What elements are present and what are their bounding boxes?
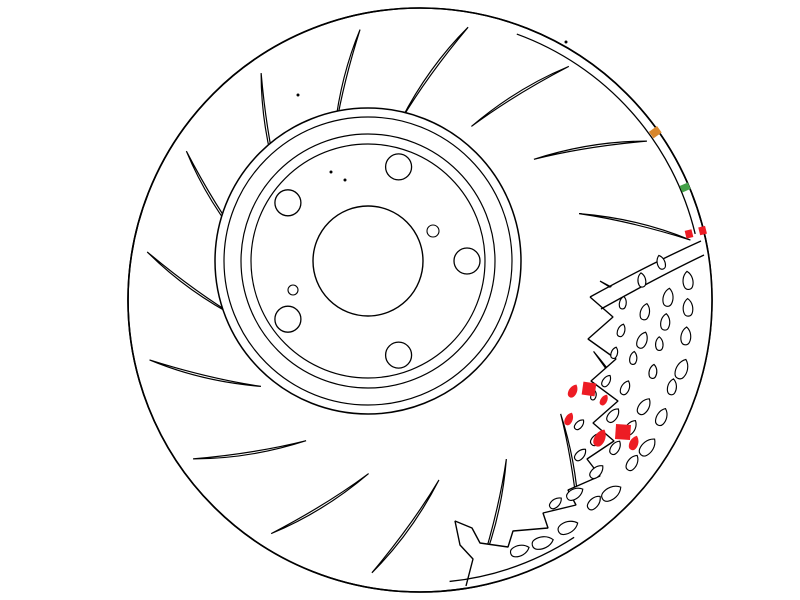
edge-markers: [648, 126, 707, 239]
vane-pillar: [616, 323, 626, 338]
rotor-slot: [149, 359, 262, 387]
vane-pillar: [660, 313, 671, 331]
lug-hole: [274, 189, 302, 217]
highlighted-vane-pillar: [593, 429, 606, 447]
highlight-square-marker: [614, 423, 632, 441]
vane-pillar: [586, 495, 601, 511]
cut-boundary-line: [589, 240, 702, 298]
vane-pillar: [638, 438, 656, 457]
vane-pillar: [557, 520, 579, 536]
vane-pillar: [589, 465, 604, 480]
lug-hole: [274, 305, 302, 333]
vane-pillar: [656, 254, 667, 270]
rotor-slot: [471, 65, 570, 127]
vane-pillar: [662, 287, 674, 307]
vane-pillar: [636, 331, 648, 349]
rim-inner-edge: [449, 536, 575, 583]
vane-pillars: [509, 254, 694, 558]
vane-pillar: [629, 350, 638, 365]
vane-pillar: [609, 440, 621, 456]
vane-pillar: [682, 270, 694, 291]
vane-pillar: [682, 297, 694, 317]
lug-hole: [384, 153, 413, 181]
hub-ring: [223, 116, 513, 406]
layer-root: [127, 7, 713, 593]
highlighted-vane-pillar: [628, 435, 639, 451]
highlighted-vane-pillar: [564, 412, 574, 426]
speckle-dot: [296, 93, 300, 97]
vane-pillar: [666, 378, 677, 396]
vane-pillar: [566, 487, 584, 501]
highlighted-vane-pillar: [567, 384, 578, 398]
rotor-slot: [400, 26, 469, 121]
red-tick-inner-marker: [684, 229, 694, 239]
vane-pillar: [680, 326, 692, 346]
lug-hole: [453, 247, 481, 275]
vane-pillar: [636, 398, 651, 416]
cut-boundary-line: [600, 254, 705, 310]
speckle-dot: [564, 40, 568, 44]
hub-ring: [240, 133, 496, 389]
rotor-slot: [371, 479, 440, 574]
vane-pillar: [619, 380, 631, 396]
hub-ring: [250, 143, 486, 379]
rotor-slot: [333, 29, 361, 142]
highlight-square-marker: [581, 381, 597, 397]
orange-tick-marker: [648, 126, 662, 139]
vane-pillar: [654, 407, 668, 427]
lug-hole: [384, 341, 413, 369]
highlighted-vanes: [564, 381, 639, 451]
speckle-dot: [343, 178, 347, 182]
rotor-slot: [193, 440, 307, 460]
hub-section: [214, 107, 522, 415]
cutaway-fill: [455, 242, 712, 589]
vane-pillar: [509, 544, 530, 558]
vane-pillar: [648, 363, 658, 379]
vane-pillar: [655, 336, 664, 352]
rotor-slot: [578, 213, 691, 241]
vane-pillar: [674, 358, 689, 380]
vane-pillar: [548, 497, 562, 510]
vane-pillar: [639, 302, 651, 321]
vane-pillar: [618, 295, 627, 310]
highlighted-vane-pillar: [599, 394, 608, 406]
speckles: [296, 40, 568, 182]
vane-pillar: [610, 346, 619, 360]
alignment-hole: [287, 284, 299, 296]
vane-pillar: [601, 485, 622, 502]
rim-inner-edge: [516, 33, 696, 235]
disc-outer-edge-overlay: [127, 7, 713, 593]
vane-pillar: [601, 374, 612, 388]
rotor-slot: [533, 140, 647, 160]
vane-pillar: [573, 419, 585, 431]
vane-pillar: [606, 408, 620, 423]
rotor-slot: [270, 473, 369, 535]
rotor-slot: [146, 251, 241, 320]
vane-pillar: [637, 272, 647, 288]
alignment-hole: [426, 224, 440, 238]
vane-pillar: [573, 448, 587, 462]
vane-pillar: [625, 454, 639, 472]
red-tick-outer-marker: [698, 225, 707, 236]
green-tick-marker: [679, 182, 691, 193]
speckle-dot: [329, 170, 333, 174]
center-bore: [312, 205, 424, 317]
vane-pillar: [531, 536, 554, 550]
